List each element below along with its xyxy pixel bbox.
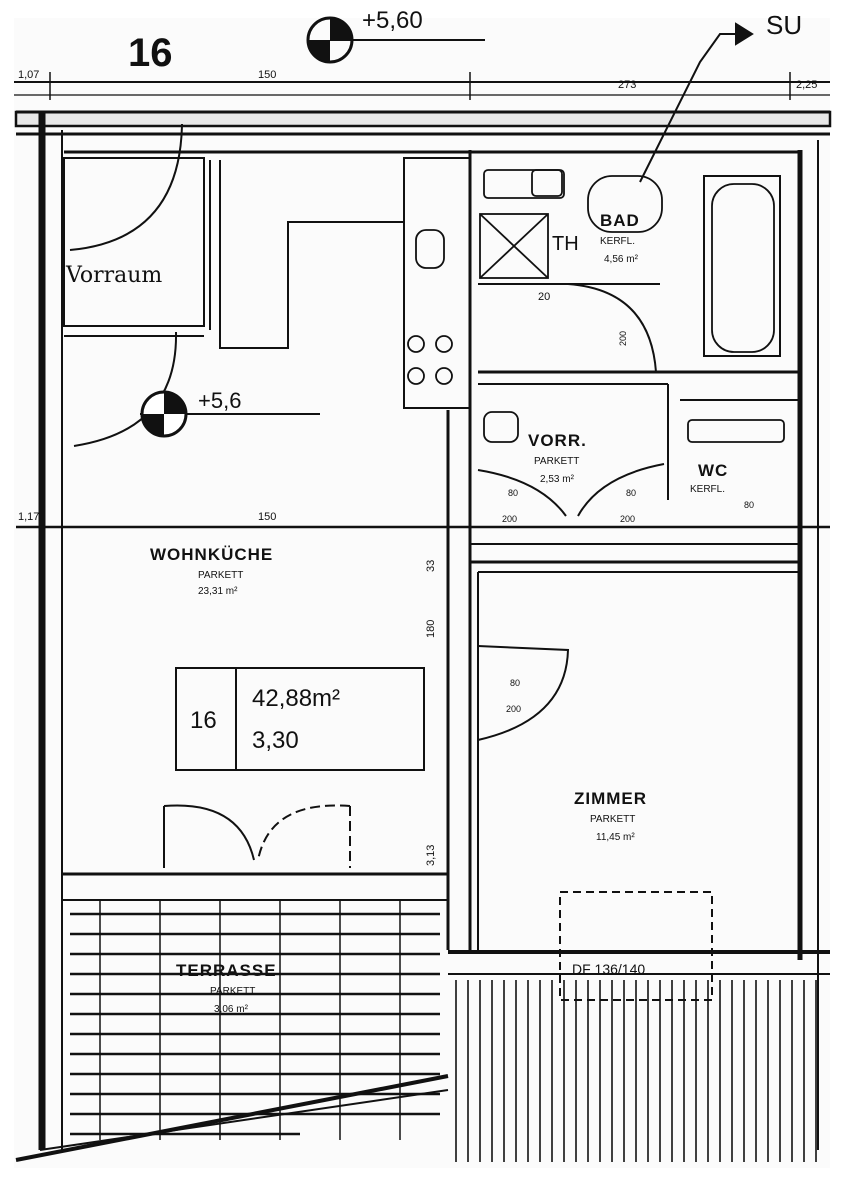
bathroom-fixtures: [407, 169, 785, 443]
dim-vert-b: 180: [425, 620, 437, 638]
room-vorr-area: 2,53 m²: [540, 474, 575, 485]
room-wohnkueche-name: WOHNKÜCHE: [150, 545, 273, 564]
dim-vert-a: 33: [425, 560, 437, 572]
dim-door-b2: 200: [620, 514, 635, 524]
dim-door-a2: 200: [502, 514, 517, 524]
room-bad-name: BAD: [600, 211, 640, 230]
balcony-hatching: [455, 980, 817, 1162]
room-zimmer-floor: PARKETT: [590, 814, 635, 825]
room-bad-floor: KERFL.: [600, 236, 635, 247]
room-wc-name: WC: [698, 461, 728, 480]
dim-top-mid: 150: [258, 69, 276, 81]
room-vorr-floor: PARKETT: [534, 456, 579, 467]
dim-vert-c: 3,13: [425, 845, 437, 866]
room-terrasse-floor: PARKETT: [210, 986, 255, 997]
room-terrasse-area: 3,06 m²: [214, 1004, 249, 1015]
dim-left-mid: 1,17: [18, 511, 39, 523]
dim-top-right: 2,25: [796, 79, 817, 91]
room-bad-area: 4,56 m²: [604, 254, 639, 265]
dim-top-mid2: 273: [618, 79, 636, 91]
mid-level-label: +5,6: [198, 388, 241, 413]
dim-bath-door: 200: [618, 331, 628, 346]
dim-door-c2: 200: [506, 704, 521, 714]
room-zimmer-name: ZIMMER: [574, 789, 647, 808]
dim-mid-line: 150: [258, 511, 276, 523]
level-marker-mid: [140, 390, 320, 438]
interior-walls: [16, 150, 830, 975]
top-level-label: +5,60: [362, 7, 423, 34]
handwritten-note: Vorraum: [65, 263, 162, 288]
annotation-arrow: [639, 22, 754, 183]
dim-door-a1: 80: [508, 488, 518, 498]
room-zimmer-area: 11,45 m²: [596, 832, 635, 843]
room-wohnkueche-area: 23,31 m²: [198, 586, 238, 597]
top-right-note: SU: [766, 10, 802, 40]
dim-top-left: 1,07: [18, 69, 39, 81]
dim-door-c1: 80: [510, 678, 520, 688]
bath-th-label: TH: [552, 233, 579, 255]
info-box-area: 42,88m²: [252, 685, 340, 712]
outer-walls: [14, 110, 832, 1150]
terrace-hatching: [15, 900, 449, 1162]
top-dimension-lines: [14, 39, 830, 100]
dim-wc-door: 80: [744, 500, 754, 510]
window-note: DF 136/140: [572, 961, 645, 977]
room-terrasse-name: TERRASSE: [176, 961, 277, 980]
room-vorr-name: VORR.: [528, 431, 587, 450]
info-box: [175, 667, 425, 771]
room-wc-floor: KERFL.: [690, 484, 725, 495]
info-box-unit: 16: [190, 707, 217, 734]
info-box-height: 3,30: [252, 727, 299, 754]
dim-door-b1: 80: [626, 488, 636, 498]
unit-number-title: 16: [128, 31, 173, 75]
room-wohnkueche-floor: PARKETT: [198, 570, 243, 581]
level-marker-top: [306, 16, 354, 64]
dim-bath-width: 20: [538, 291, 550, 303]
